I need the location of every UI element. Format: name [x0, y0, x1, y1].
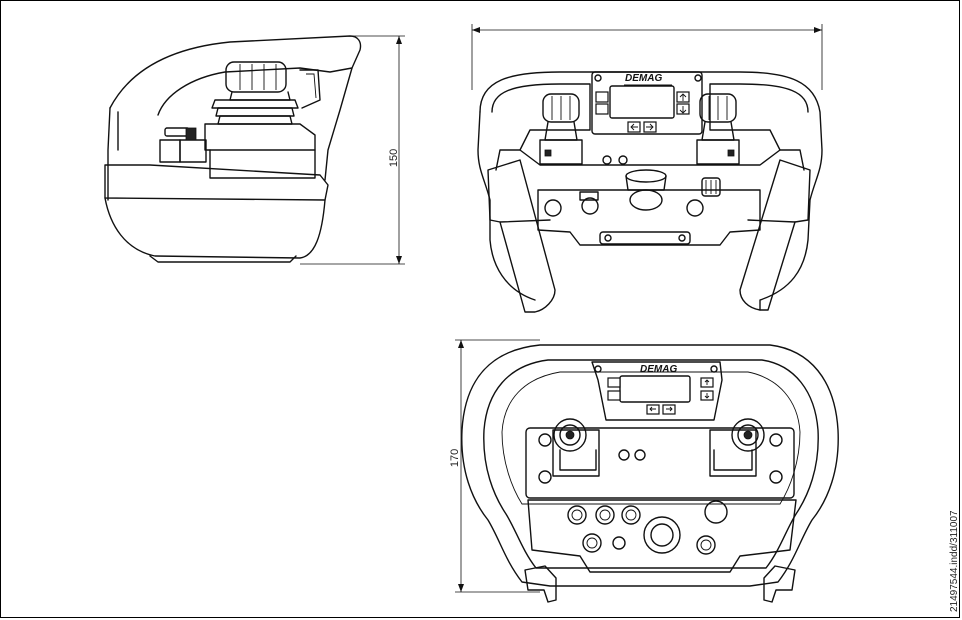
top-view: 170 DEMAG — [449, 340, 838, 602]
side-view — [105, 36, 361, 262]
dimension-170-label: 170 — [449, 449, 461, 467]
brand-logo-top: DEMAG — [640, 364, 677, 375]
document-code: 21497544.indd/311007 — [949, 510, 960, 612]
front-view: DEMAG — [472, 24, 822, 312]
brand-logo-front: DEMAG — [625, 73, 662, 84]
dimension-150-label: 150 — [388, 149, 400, 167]
